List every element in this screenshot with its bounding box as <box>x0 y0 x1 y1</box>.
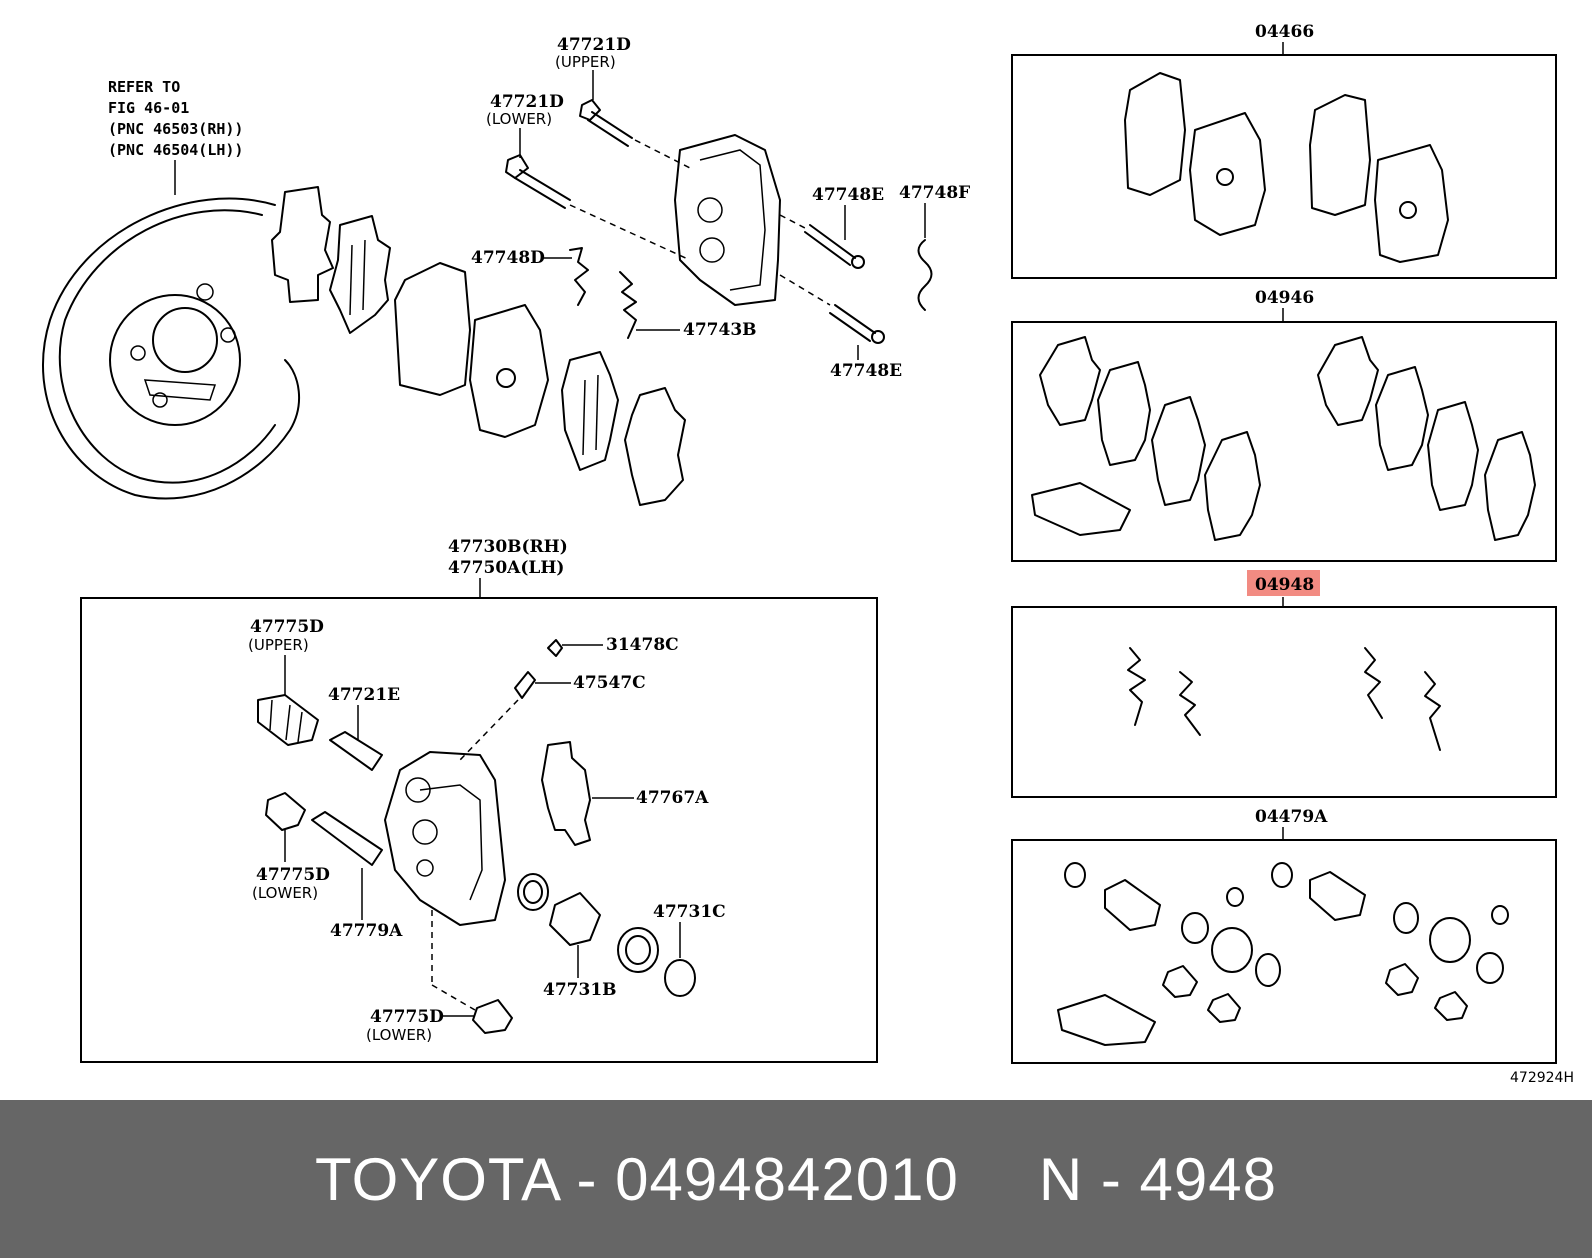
label-47748F: 47748F <box>899 183 970 203</box>
footer-bar: TOYOTA - 0494842010 N - 4948 <box>0 1100 1592 1258</box>
refer-line-3: (PNC 46503(RH)) <box>108 120 243 138</box>
label-47775D-lower-sub: (LOWER) <box>252 884 318 902</box>
label-47767A: 47767A <box>636 788 709 808</box>
label-47748D: 47748D <box>471 248 545 268</box>
label-47775D-lower: 47775D <box>256 865 330 885</box>
parts-diagram: REFER TO FIG 46-01 (PNC 46503(RH)) (PNC … <box>41 22 1574 1086</box>
label-47775D-lower-2: 47775D <box>370 1007 444 1027</box>
footer-pnc: N - 4948 <box>1038 1145 1277 1213</box>
label-47721E: 47721E <box>328 685 400 705</box>
label-caliper-rh: 47730B(RH) <box>448 537 568 557</box>
kit-04948-label: 04948 <box>1255 575 1314 595</box>
kit-04948-box <box>1011 606 1557 798</box>
springs-drawing <box>569 247 637 339</box>
label-47775D-upper: 47775D <box>250 617 324 637</box>
label-47721D-lower: 47721D <box>490 92 564 112</box>
caliper-assembly-box <box>80 597 878 1063</box>
refer-line-2: FIG 46-01 <box>108 99 189 117</box>
label-47775D-upper-sub: (UPPER) <box>248 636 309 654</box>
kit-04946-shims <box>1031 336 1536 541</box>
label-47547C: 47547C <box>573 673 646 693</box>
kit-04466-pads <box>1124 72 1449 263</box>
diagram-code: 472924H <box>1510 1070 1574 1086</box>
kit-04948-highlight <box>1247 570 1320 596</box>
refer-line-1: REFER TO <box>108 78 180 96</box>
kit-04479A-parts <box>1057 862 1509 1046</box>
backing-plate-drawing <box>41 197 301 500</box>
kit-04466-label: 04466 <box>1255 22 1314 42</box>
label-47721D-upper: 47721D <box>557 35 631 55</box>
caliper-mount-drawing <box>674 134 781 306</box>
kit-04946-label: 04946 <box>1255 288 1314 308</box>
refer-line-4: (PNC 46504(LH)) <box>108 141 243 159</box>
caliper-parts-drawing <box>257 639 696 1034</box>
label-47721D-upper-sub: (UPPER) <box>555 53 616 71</box>
label-47731B: 47731B <box>543 980 617 1000</box>
label-47779A: 47779A <box>330 921 403 941</box>
kit-04946-box <box>1011 321 1557 562</box>
kit-04479A-label: 04479A <box>1255 807 1328 827</box>
kit-04948-springs <box>1127 647 1441 751</box>
label-47748E-bottom: 47748E <box>830 361 902 381</box>
label-47731C: 47731C <box>653 902 726 922</box>
label-31478C: 31478C <box>606 635 679 655</box>
bolts-drawing <box>505 99 691 261</box>
footer-brand-part-number: TOYOTA - 0494842010 <box>315 1145 959 1213</box>
label-caliper-lh: 47750A(LH) <box>448 558 564 578</box>
label-47775D-lower-2-sub: (LOWER) <box>366 1026 432 1044</box>
label-47748E-top: 47748E <box>812 185 884 205</box>
label-47743B: 47743B <box>683 320 757 340</box>
kit-04479A-box <box>1011 839 1557 1064</box>
label-47721D-lower-sub: (LOWER) <box>486 110 552 128</box>
upper-shims-and-pads <box>271 186 686 506</box>
kit-04466-box <box>1011 54 1557 279</box>
guide-pins-drawing <box>779 214 933 344</box>
